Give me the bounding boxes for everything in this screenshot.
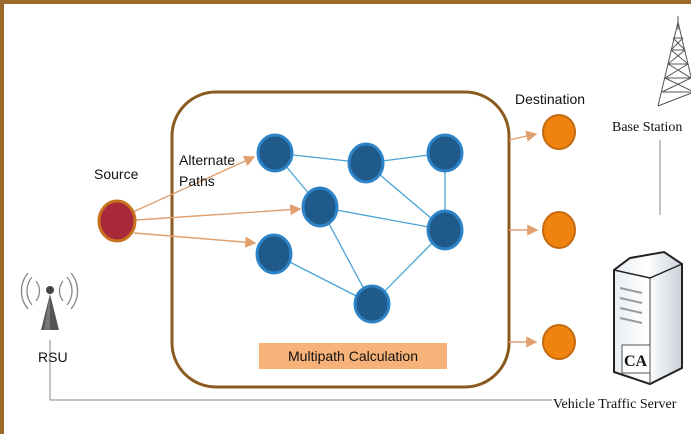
source-label: Source [94,166,139,182]
network-node [347,142,385,184]
destination-arrows [508,130,539,348]
tower-icon [657,16,691,107]
source-node [97,199,137,243]
destination-node [542,114,576,150]
destination-node [542,324,576,360]
destination-nodes [542,114,576,360]
source-arrows [132,155,302,248]
alternate-paths-label-line2: Paths [179,173,215,189]
rsu-antenna-icon [20,272,79,330]
alternate-paths-label-line1: Alternate [179,152,235,168]
multipath-cloud [170,90,511,389]
network-node [426,133,464,173]
rsu-server-line [49,340,552,401]
server-icon [613,250,683,386]
network-nodes [255,133,464,324]
destination-node [542,211,576,249]
rsu-label: RSU [38,349,68,365]
multipath-label-box [259,343,447,369]
network-node [426,209,464,251]
ca-label: CA [624,353,648,370]
arrow [133,232,257,248]
network-node [256,133,294,173]
network-node [301,186,339,228]
destination-label: Destination [515,91,585,107]
arrow [135,204,302,221]
edge [319,206,446,231]
network-node [255,233,293,275]
base-station-label: Base Station [612,120,682,135]
multipath-label: Multipath Calculation [288,348,418,364]
arrow [132,155,256,213]
network-node [353,284,391,324]
vehicle-traffic-server-label: Vehicle Traffic Server [553,397,677,412]
arrow [508,130,538,142]
